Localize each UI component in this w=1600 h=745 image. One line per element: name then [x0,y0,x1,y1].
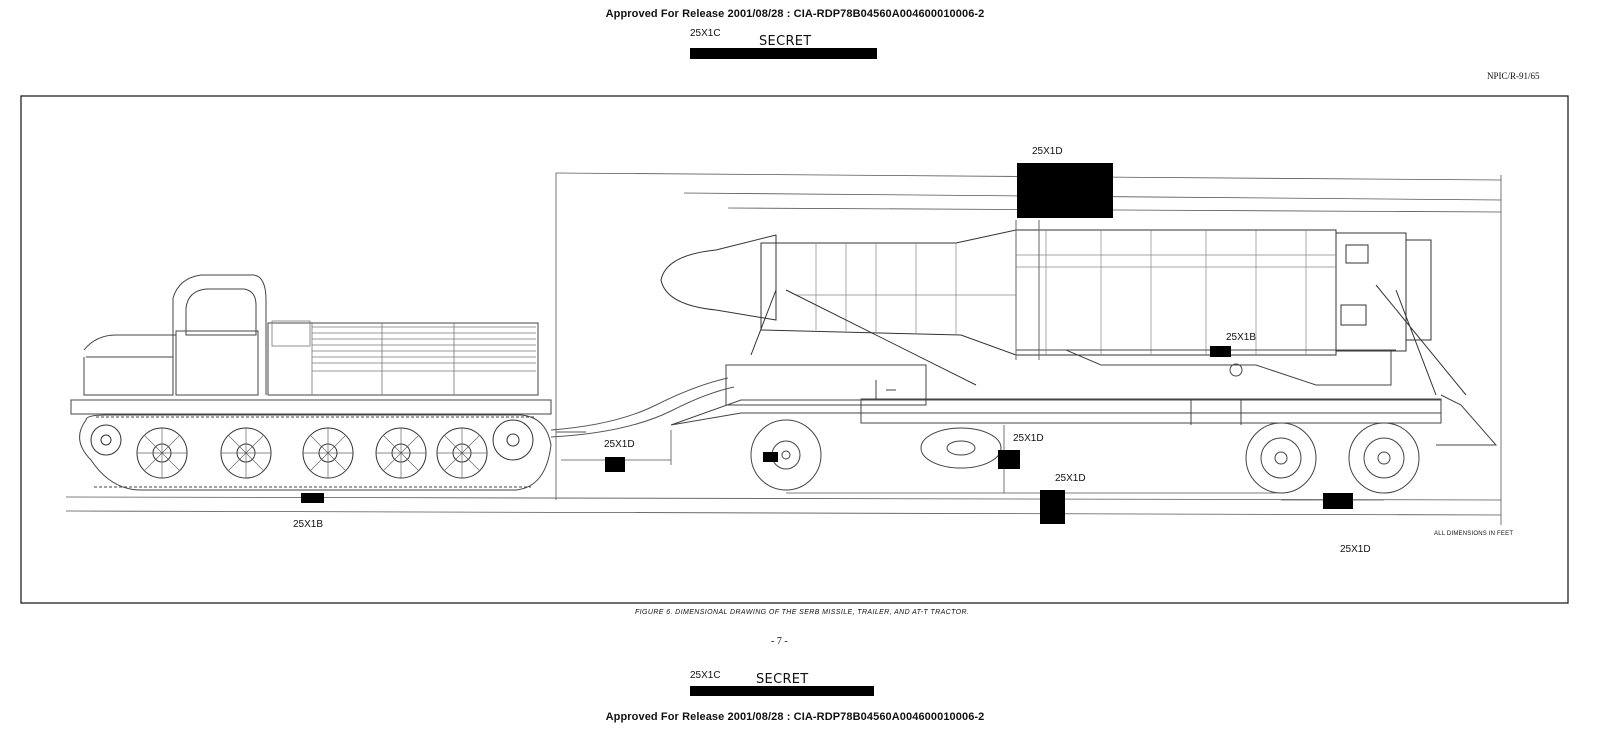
redaction-block-hitch [605,457,625,472]
missile-drawing [660,220,1467,396]
release-header: Approved For Release 2001/08/28 : CIA-RD… [605,8,985,20]
redaction-block-wheel [763,452,778,462]
redaction-block-lower-mid [1040,490,1065,524]
redaction-block-top [1017,163,1113,218]
redaction-code-bottom-right: 25X1D [1340,544,1371,555]
dimensions-note: ALL DIMENSIONS IN FEET [1434,531,1514,537]
redaction-code-hitch: 25X1D [604,439,635,450]
redaction-block-tractor [301,493,324,503]
classification-label-top: SECRET [759,34,812,49]
figure-caption: FIGURE 6. DIMENSIONAL DRAWING OF THE SER… [635,609,970,616]
tow-bar [550,377,735,438]
classification-label-bottom: SECRET [756,672,809,687]
document-id: NPIC/R-91/65 [1487,71,1540,81]
redaction-code-missile: 25X1B [1226,332,1257,343]
redaction-block-missile [1210,346,1231,357]
dimensional-drawing [20,95,1569,604]
redaction-bar-top [690,48,877,59]
classification-code-top: 25X1C [690,28,721,39]
tractor-drawing [70,274,552,491]
redaction-code-under-trailer: 25X1D [1013,433,1044,444]
redaction-block-right [1323,493,1353,509]
page-number: - 7 - [771,636,788,647]
redaction-bar-bottom [690,686,874,696]
redaction-block-under-trailer [998,450,1020,469]
redaction-code-lower-mid: 25X1D [1055,473,1086,484]
dimension-lines [65,172,1502,525]
redaction-code-tractor: 25X1B [293,519,324,530]
redaction-code-top: 25X1D [1032,146,1063,157]
release-footer: Approved For Release 2001/08/28 : CIA-RD… [605,711,985,723]
trailer-drawing [670,349,1498,494]
classification-code-bottom: 25X1C [690,670,721,681]
drawing-border [20,95,1569,604]
